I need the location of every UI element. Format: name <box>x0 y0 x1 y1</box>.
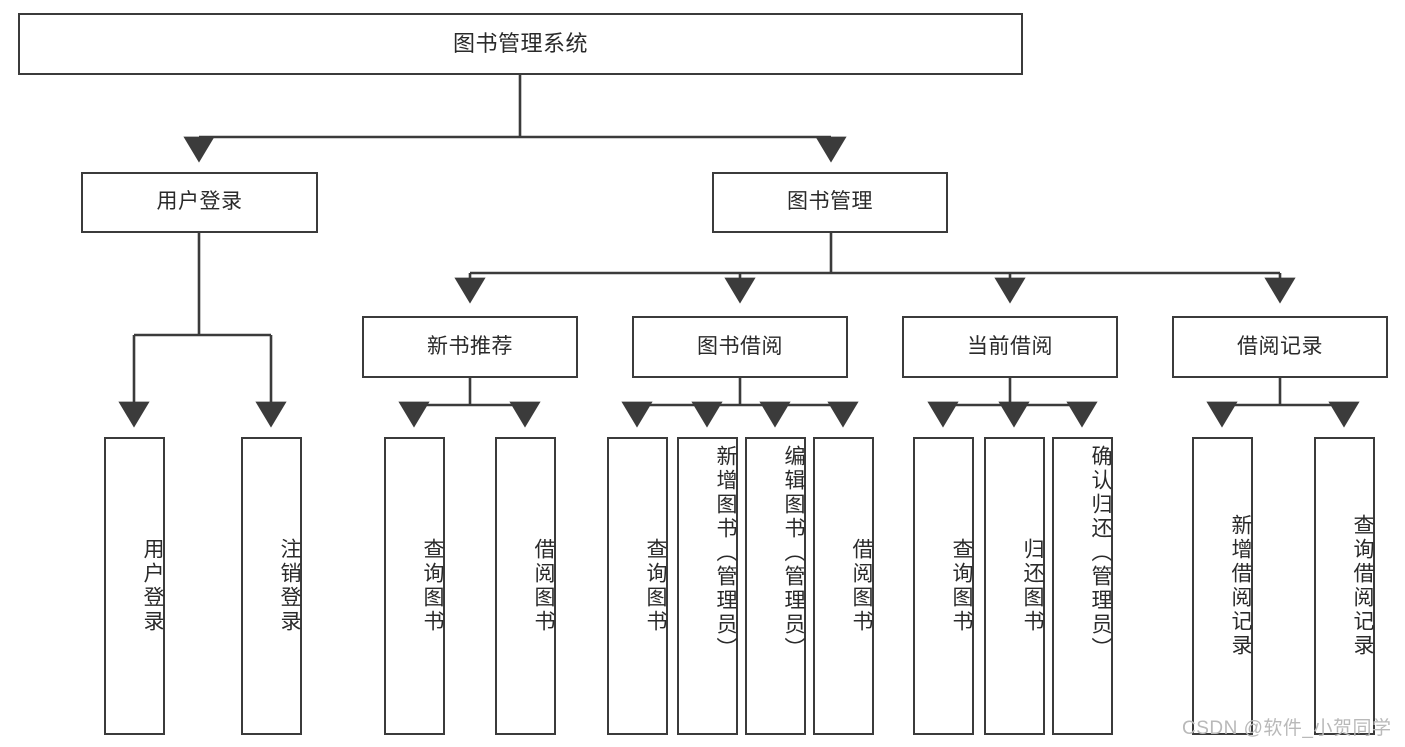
node-label: 归还图书 <box>1021 538 1044 634</box>
node-label: 新增借阅记录 <box>1229 514 1252 658</box>
node-label: 借阅图书 <box>850 538 873 634</box>
node-label: 图书借阅 <box>697 334 783 358</box>
leaf-current-return-book[interactable]: 归还图书 <box>984 437 1045 735</box>
node-label: 借阅图书 <box>532 538 555 634</box>
node-label: 编辑图书（管理员） <box>782 445 805 661</box>
node-borrow-record[interactable]: 借阅记录 <box>1172 316 1388 378</box>
node-root-system[interactable]: 图书管理系统 <box>18 13 1023 75</box>
leaf-recommend-borrow-book[interactable]: 借阅图书 <box>495 437 556 735</box>
node-label: 新书推荐 <box>427 334 513 358</box>
node-book-borrow[interactable]: 图书借阅 <box>632 316 848 378</box>
leaf-user-login[interactable]: 用户登录 <box>104 437 165 735</box>
leaf-borrow-add-book-admin[interactable]: 新增图书（管理员） <box>677 437 738 735</box>
node-label: 查询借阅记录 <box>1351 514 1374 658</box>
leaf-current-confirm-return-admin[interactable]: 确认归还（管理员） <box>1052 437 1113 735</box>
leaf-record-query-borrow-record[interactable]: 查询借阅记录 <box>1314 437 1375 735</box>
node-label: 查询图书 <box>644 538 667 634</box>
node-label: 用户登录 <box>141 538 164 634</box>
leaf-recommend-query-book[interactable]: 查询图书 <box>384 437 445 735</box>
node-label: 查询图书 <box>950 538 973 634</box>
leaf-user-logout[interactable]: 注销登录 <box>241 437 302 735</box>
node-label: 借阅记录 <box>1237 334 1323 358</box>
leaf-current-query-book[interactable]: 查询图书 <box>913 437 974 735</box>
node-label: 图书管理 <box>787 190 873 214</box>
node-current-borrow[interactable]: 当前借阅 <box>902 316 1118 378</box>
node-label: 查询图书 <box>421 538 444 634</box>
node-label: 图书管理系统 <box>452 31 588 57</box>
node-label: 确认归还（管理员） <box>1089 445 1112 661</box>
leaf-record-add-borrow-record[interactable]: 新增借阅记录 <box>1192 437 1253 735</box>
node-label: 新增图书（管理员） <box>714 445 737 661</box>
leaf-borrow-borrow-book[interactable]: 借阅图书 <box>813 437 874 735</box>
node-book-management[interactable]: 图书管理 <box>712 172 948 233</box>
node-label: 用户登录 <box>156 190 243 214</box>
node-new-book-recommend[interactable]: 新书推荐 <box>362 316 578 378</box>
leaf-borrow-edit-book-admin[interactable]: 编辑图书（管理员） <box>745 437 806 735</box>
leaf-borrow-query-book[interactable]: 查询图书 <box>607 437 668 735</box>
node-label: 当前借阅 <box>967 334 1053 358</box>
node-user-login[interactable]: 用户登录 <box>81 172 318 233</box>
node-label: 注销登录 <box>278 538 301 634</box>
